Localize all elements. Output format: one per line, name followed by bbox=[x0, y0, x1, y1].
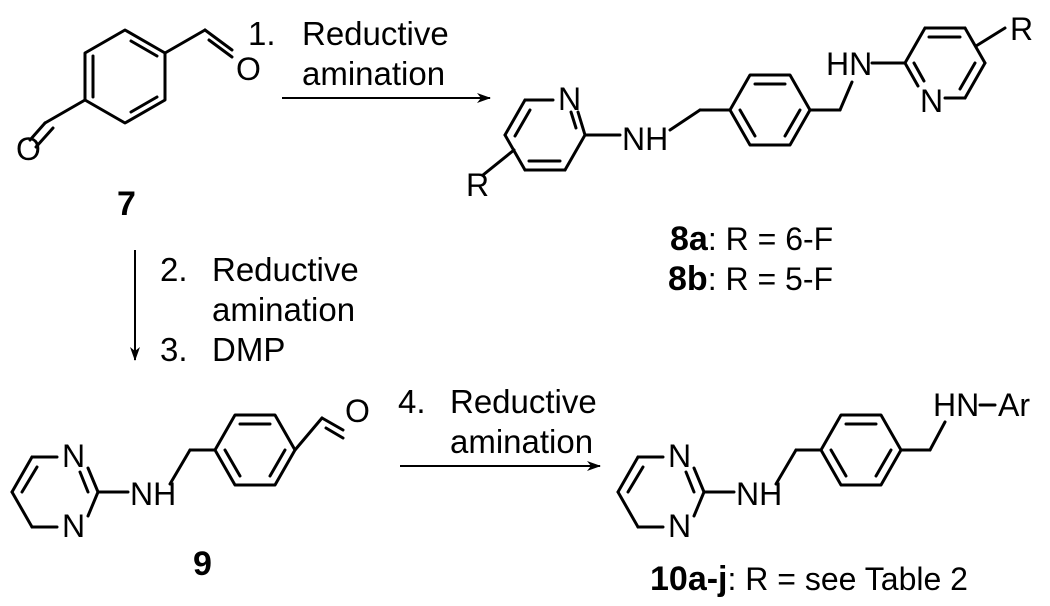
conditions-step2-3: 2. Reductive amination 3. DMP bbox=[160, 251, 359, 368]
step4-reagent-line1: Reductive bbox=[450, 383, 597, 420]
compound-number-9: 9 bbox=[193, 545, 212, 583]
step3-reagent: DMP bbox=[212, 331, 285, 368]
amine-nh-10: NH bbox=[736, 476, 782, 512]
amine-nh-left: NH bbox=[622, 121, 668, 157]
compound-8b-definition: : R = 5-F bbox=[708, 261, 833, 297]
step4-reagent-line2: amination bbox=[450, 423, 593, 460]
pyrimidine-nitrogen-top: N bbox=[62, 438, 85, 474]
step2-number: 2. bbox=[160, 251, 188, 288]
compound-10-definition: : R = see Table 2 bbox=[728, 561, 968, 597]
pyrimidine-nitrogen-bottom: N bbox=[62, 508, 85, 544]
compound-10-structure: N N NH HN Ar bbox=[616, 387, 1030, 544]
aryl-group-ar: Ar bbox=[998, 387, 1030, 423]
compound-label-8a: 8a: R = 6-F bbox=[670, 220, 833, 258]
compound-number-8b: 8b bbox=[668, 260, 708, 298]
compound-9-structure: N N NH O bbox=[10, 393, 370, 544]
compound-7-structure: O O bbox=[16, 28, 261, 167]
compound-8a-definition: : R = 6-F bbox=[708, 221, 833, 257]
amine-nh-9: NH bbox=[130, 476, 176, 512]
compound-number-7: 7 bbox=[117, 185, 136, 223]
amine-hn-right: HN bbox=[826, 46, 872, 82]
pyridine-nitrogen-left: N bbox=[558, 81, 581, 117]
pyrimidine-nitrogen-top-10: N bbox=[668, 438, 691, 474]
step2-reagent-line1: Reductive bbox=[212, 251, 359, 288]
compound-label-10: 10a-j: R = see Table 2 bbox=[650, 560, 968, 598]
substituent-r-right: R bbox=[1010, 11, 1033, 47]
compound-label-8b: 8b: R = 5-F bbox=[668, 260, 833, 298]
compound-8-structure: N R NH HN N bbox=[466, 11, 1033, 203]
compound-number-8a: 8a bbox=[670, 220, 709, 258]
pyridine-nitrogen-right: N bbox=[920, 83, 943, 119]
aldehyde-oxygen-left: O bbox=[16, 131, 41, 167]
pyrimidine-nitrogen-bottom-10: N bbox=[668, 508, 691, 544]
step3-number: 3. bbox=[160, 331, 188, 368]
substituent-r-left: R bbox=[466, 167, 489, 203]
amine-hn-10: HN bbox=[933, 387, 979, 423]
step2-reagent-line2: amination bbox=[212, 291, 355, 328]
step1-reagent-line2: amination bbox=[302, 55, 445, 92]
aldehyde-oxygen-9: O bbox=[345, 393, 370, 429]
conditions-step1: 1. Reductive amination bbox=[248, 15, 449, 92]
step1-reagent-line1: Reductive bbox=[302, 15, 449, 52]
step4-number: 4. bbox=[398, 383, 426, 420]
aldehyde-oxygen-right: O bbox=[236, 51, 261, 87]
step1-number: 1. bbox=[248, 15, 276, 52]
compound-number-10: 10a-j bbox=[650, 560, 728, 598]
conditions-step4: 4. Reductive amination bbox=[398, 383, 597, 460]
